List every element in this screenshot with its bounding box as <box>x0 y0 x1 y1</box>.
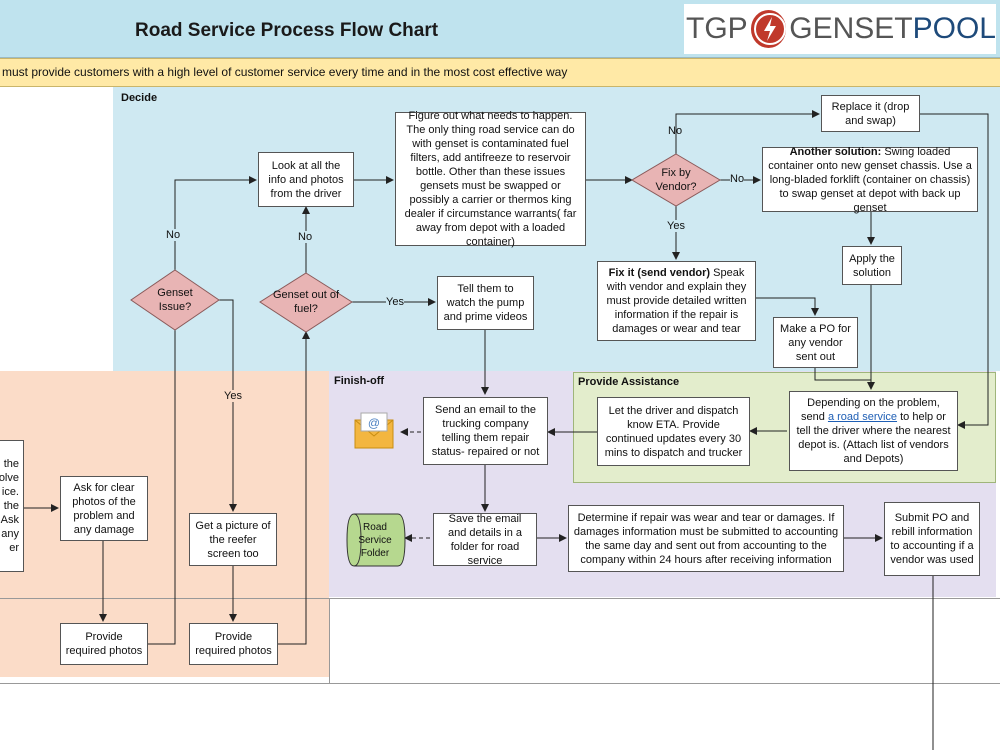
lane-label-finish: Finish-off <box>334 375 385 387</box>
node-partial-text: the olve ice. the Ask any er <box>0 458 19 554</box>
edge-label-yes-fuel: Yes <box>386 296 404 308</box>
node-depending: Depending on the problem, send a road se… <box>789 391 958 471</box>
diamond-label-genset-fuel: Genset out of fuel? <box>272 289 340 315</box>
node-provide-photos-2: Provide required photos <box>189 623 278 665</box>
logo-text-genset: GENSET <box>789 12 913 45</box>
logo-text-pool: POOL <box>912 12 996 45</box>
edge-label-no-issue: No <box>166 229 181 241</box>
node-folder-label: Road Service Folder <box>358 521 392 559</box>
edge-label-no-fuel: No <box>298 231 313 243</box>
svg-text:@: @ <box>368 416 380 430</box>
divider-line <box>0 598 1000 599</box>
folder-shape <box>346 513 406 567</box>
diamond-genset-fuel <box>259 272 353 333</box>
mission-text: must provide customers with a high level… <box>2 65 568 79</box>
divider-line <box>329 598 330 684</box>
node-depending-b: to help or tell the driver where the nea… <box>796 411 951 465</box>
node-depending-a: Depending on the problem, send <box>801 397 940 423</box>
logo: TGP GENSET POOL <box>684 4 996 54</box>
edge-label-no-right: No <box>730 173 745 185</box>
logo-text-tgp: TGP <box>686 12 748 45</box>
edge-label-no-top: No <box>668 125 683 137</box>
edge-label-yes-issue: Yes <box>224 390 242 402</box>
diamond-label-fix-vendor: Fix by Vendor? <box>655 167 697 193</box>
lane-label-assist: Provide Assistance <box>578 376 680 388</box>
diamond-genset-issue <box>130 269 220 331</box>
node-another-rest: Swing loaded container onto new genset c… <box>768 145 972 214</box>
node-determine: Determine if repair was wear and tear or… <box>568 505 844 572</box>
page-title: Road Service Process Flow Chart <box>135 20 439 41</box>
node-make-po: Make a PO for any vendor sent out <box>773 317 858 368</box>
road-service-link[interactable]: a road service <box>827 411 898 423</box>
node-tell-them: Tell them to watch the pump and prime vi… <box>437 276 534 330</box>
node-look-info: Look at all the info and photos from the… <box>258 152 354 207</box>
mission-banner: must provide customers with a high level… <box>0 58 1000 87</box>
node-fixit-rest: Speak with vendor and explain they must … <box>606 267 747 335</box>
diamond-label-genset-issue: Genset Issue? <box>157 287 193 313</box>
node-provide-photos-1: Provide required photos <box>60 623 148 665</box>
email-icon: @ <box>354 412 394 449</box>
lightning-icon <box>750 10 787 48</box>
node-let-driver: Let the driver and dispatch know ETA. Pr… <box>597 397 750 466</box>
node-another-bold: Another solution: <box>789 145 882 158</box>
edge-label-yes-down: Yes <box>667 220 685 232</box>
node-figure-out: Figure out what needs to happen. The onl… <box>395 110 586 248</box>
node-apply: Apply the solution <box>842 246 902 285</box>
node-save-email: Save the email and details in a folder f… <box>433 513 537 567</box>
node-fix-it: Fix it (send vendor) Speak with vendor a… <box>597 261 756 341</box>
node-replace: Replace it (drop and swap) <box>821 95 920 132</box>
node-another-solution: Another solution: Swing loaded container… <box>762 145 978 214</box>
node-fixit-bold: Fix it (send vendor) <box>608 267 711 279</box>
lane-label-decide: Decide <box>121 92 158 104</box>
divider-line <box>0 683 1000 684</box>
node-submit-po: Submit PO and rebill information to acco… <box>884 502 980 576</box>
node-partial-left: the olve ice. the Ask any er <box>0 440 24 572</box>
node-get-picture: Get a picture of the reefer screen too <box>189 513 277 566</box>
node-send-email: Send an email to the trucking company te… <box>423 397 548 465</box>
diamond-fix-vendor <box>631 153 721 207</box>
node-ask-clear: Ask for clear photos of the problem and … <box>60 476 148 541</box>
